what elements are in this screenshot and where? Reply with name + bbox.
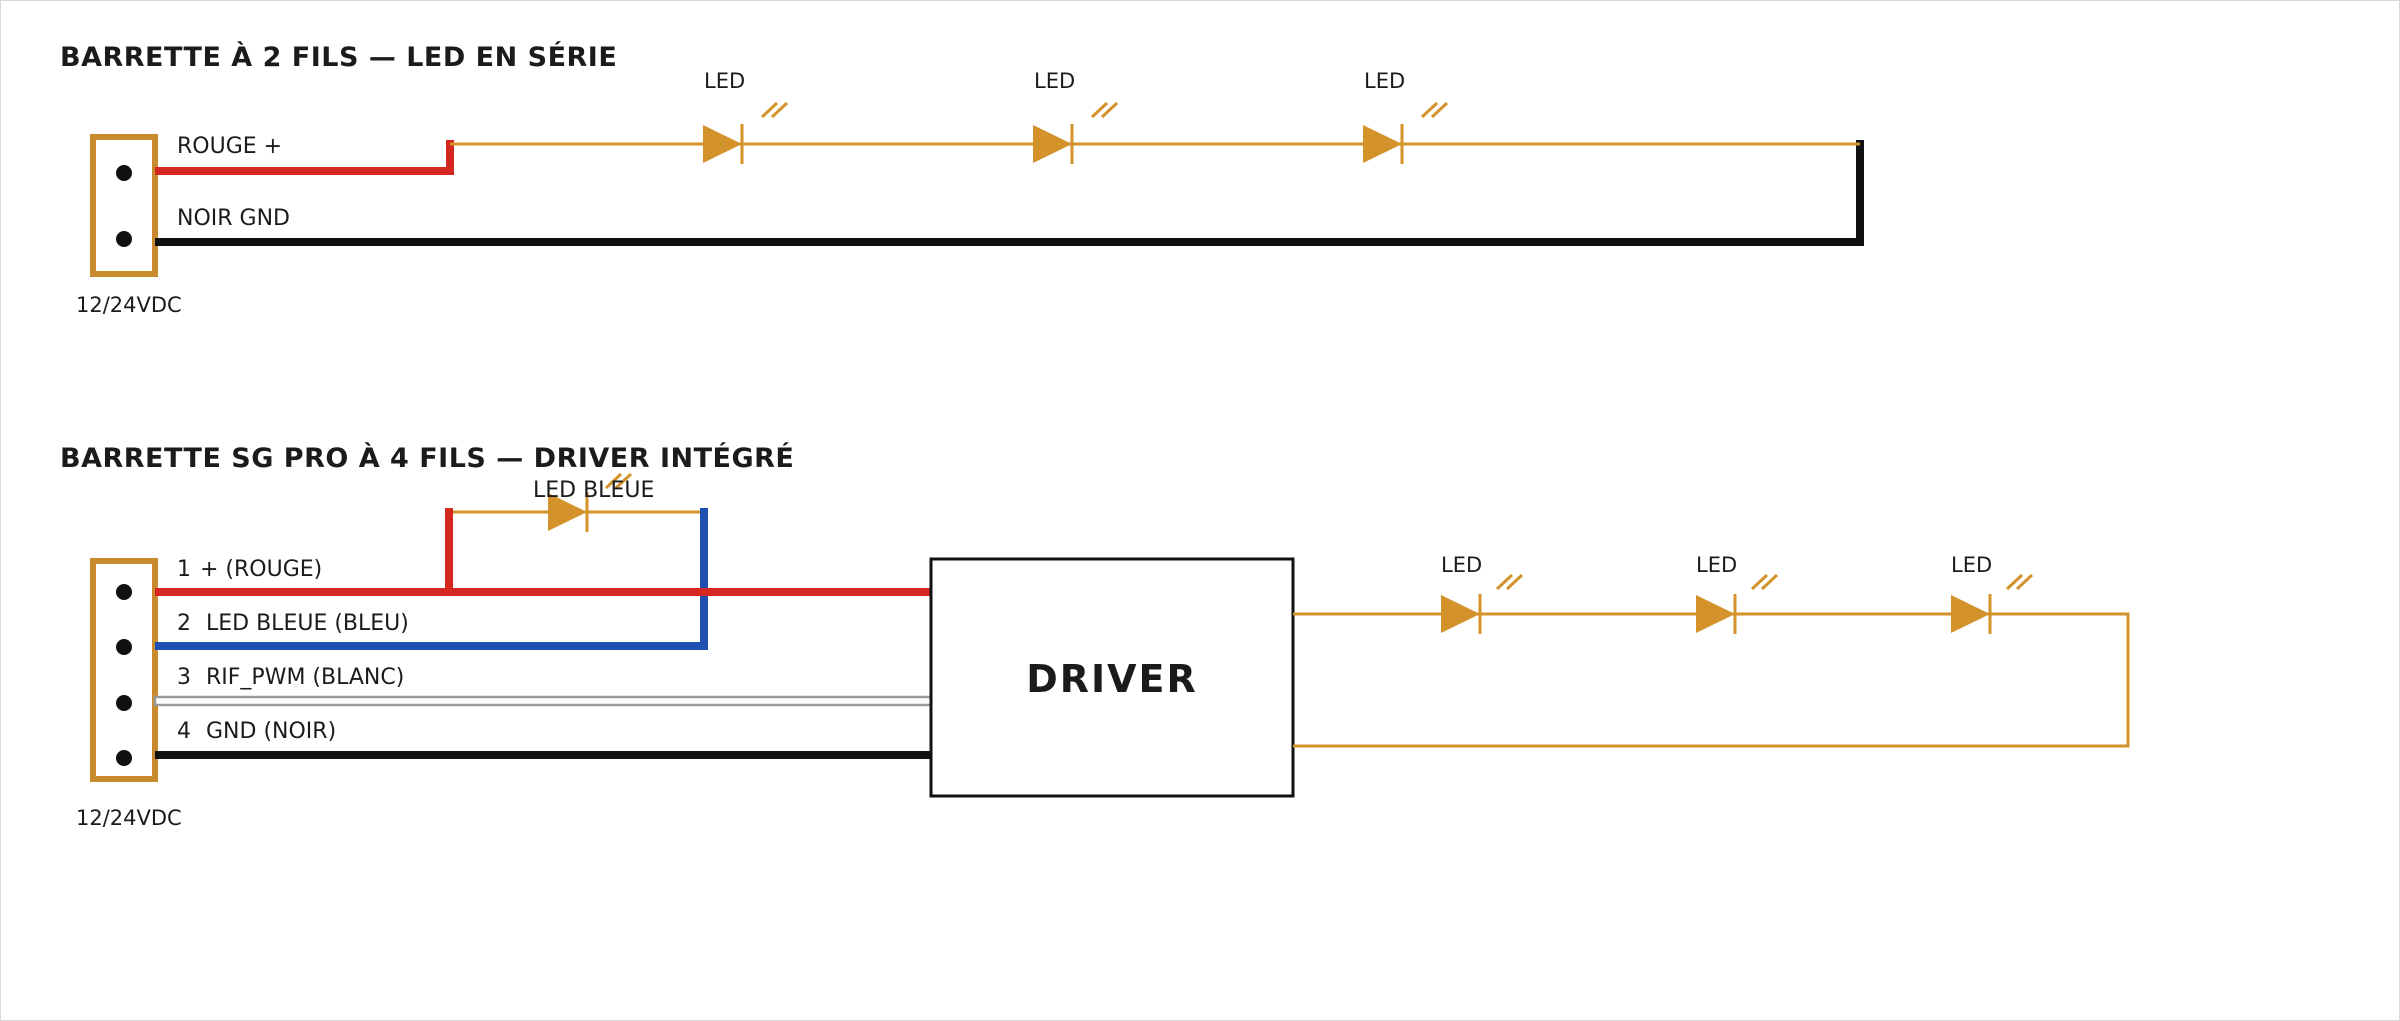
wire-1-label: + (ROUGE): [200, 557, 322, 582]
wire-2-number: 2: [177, 611, 191, 636]
led-diode: [1363, 101, 1449, 164]
diagram2-title: BARRETTE SG PRO À 4 FILS — DRIVER INTÉGR…: [60, 442, 794, 474]
led-diode: [1951, 573, 2034, 634]
led-diode: [1441, 573, 1524, 634]
diagram2-voltage-label: 12/24VDC: [76, 806, 182, 830]
led-label: LED: [1696, 553, 1737, 577]
wire-white: [153, 695, 937, 707]
wire-4-number: 4: [177, 719, 191, 744]
led-diode: [1696, 573, 1779, 634]
blue-led-label: LED BLEUE: [533, 478, 654, 503]
driver-box: [929, 557, 1295, 798]
wire-3-label: RIF_PWM (BLANC): [206, 665, 404, 690]
diagram1-connector: [90, 134, 158, 277]
red-wire: [155, 140, 454, 175]
led-label: LED: [704, 69, 745, 93]
diagram-2-wire: BARRETTE À 2 FILS — LED EN SÉRIE 12/24VD…: [60, 41, 1864, 317]
diagram1-title: BARRETTE À 2 FILS — LED EN SÉRIE: [60, 41, 617, 73]
led-label: LED: [1364, 69, 1405, 93]
connector-pin: [116, 165, 132, 181]
black-wire: [155, 140, 1864, 246]
wire-4-label: GND (NOIR): [206, 719, 336, 744]
connector-pin: [116, 639, 132, 655]
black-wire-label: NOIR GND: [177, 206, 290, 231]
wire-1-number: 1: [177, 557, 191, 582]
led-diode: [703, 101, 789, 164]
diagram2-connector: [90, 558, 158, 782]
diagram-4-wire: BARRETTE SG PRO À 4 FILS — DRIVER INTÉGR…: [60, 442, 2130, 830]
wire-3-number: 3: [177, 665, 191, 690]
driver-label: DRIVER: [1026, 657, 1198, 701]
connector-pin: [116, 750, 132, 766]
connector-pin: [116, 231, 132, 247]
led-output-loop: [1293, 612, 2130, 748]
blue-led-branch: [447, 510, 706, 646]
red-wire-label: ROUGE +: [177, 134, 282, 159]
wire-2-label: LED BLEUE (BLEU): [206, 611, 409, 636]
led-label: LED: [1951, 553, 1992, 577]
connector-pin: [116, 695, 132, 711]
led-label: LED: [1441, 553, 1482, 577]
diagram1-voltage-label: 12/24VDC: [76, 293, 182, 317]
led-label: LED: [1034, 69, 1075, 93]
connector-pin: [116, 584, 132, 600]
blue-led-diode: [548, 472, 633, 532]
led-diode: [1033, 101, 1119, 164]
